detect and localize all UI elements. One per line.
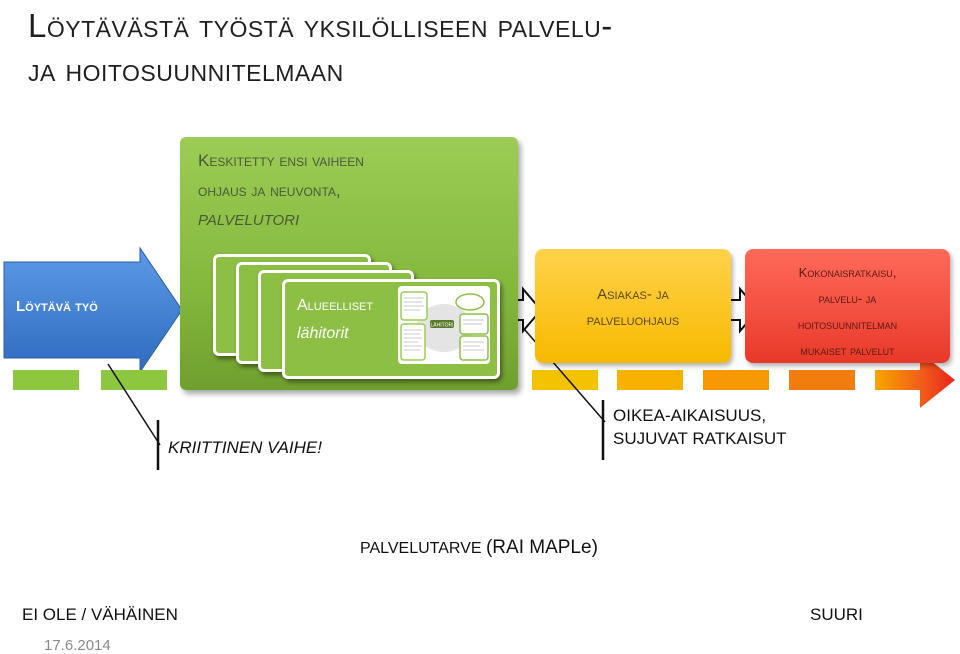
slide-date: 17.6.2014: [44, 637, 111, 654]
kokonaisratkaisu-text: Kokonaisratkaisu, palvelu- ja hoitosuunn…: [745, 260, 950, 364]
orange-line-2: palveluohjaus: [535, 308, 731, 334]
lahitori-network-thumbnail: LÄHITORI: [398, 286, 490, 364]
callout-right-line-2: SUJUVAT RATKAISUT: [613, 427, 787, 450]
panel-line-3: palvelutori: [198, 206, 498, 236]
scale-left-label: EI OLE / VÄHÄINEN: [22, 605, 178, 625]
panel-line-1: Keskitetty ensi vaiheen: [198, 146, 498, 176]
palvelutarve-label: PALVELUTARVE (RAI MAPLe): [360, 537, 598, 559]
red-line-4: mukaiset palvelut: [745, 338, 950, 364]
thumbnail-center-label: LÄHITORI: [431, 322, 454, 329]
callout-right-line-1: OIKEA-AIKAISUUS,: [613, 404, 787, 427]
orange-line-1: Asiakas- ja: [535, 282, 731, 308]
red-line-1: Kokonaisratkaisu,: [745, 260, 950, 286]
oikea-aikaisuus-callout: OIKEA-AIKAISUUS, SUJUVAT RATKAISUT: [613, 404, 787, 450]
red-line-2: palvelu- ja: [745, 286, 950, 312]
palvelutarve-prefix: PALVELUTARVE: [360, 540, 486, 557]
palvelutori-text: Keskitetty ensi vaiheen ohjaus ja neuvon…: [198, 146, 498, 236]
asiakasohjaus-text: Asiakas- ja palveluohjaus: [535, 282, 731, 334]
panel-line-2: ohjaus ja neuvonta,: [198, 176, 498, 206]
kriittinen-vaihe-callout: KRIITTINEN VAIHE!: [168, 436, 322, 459]
red-line-3: hoitosuunnitelman: [745, 312, 950, 338]
network-thumbnail-graphic: LÄHITORI: [398, 286, 490, 364]
scale-right-label: SUURI: [810, 605, 863, 625]
loytava-tyo-label: Löytävä työ: [16, 298, 98, 315]
palvelutarve-suffix: (RAI MAPLe): [486, 537, 598, 558]
